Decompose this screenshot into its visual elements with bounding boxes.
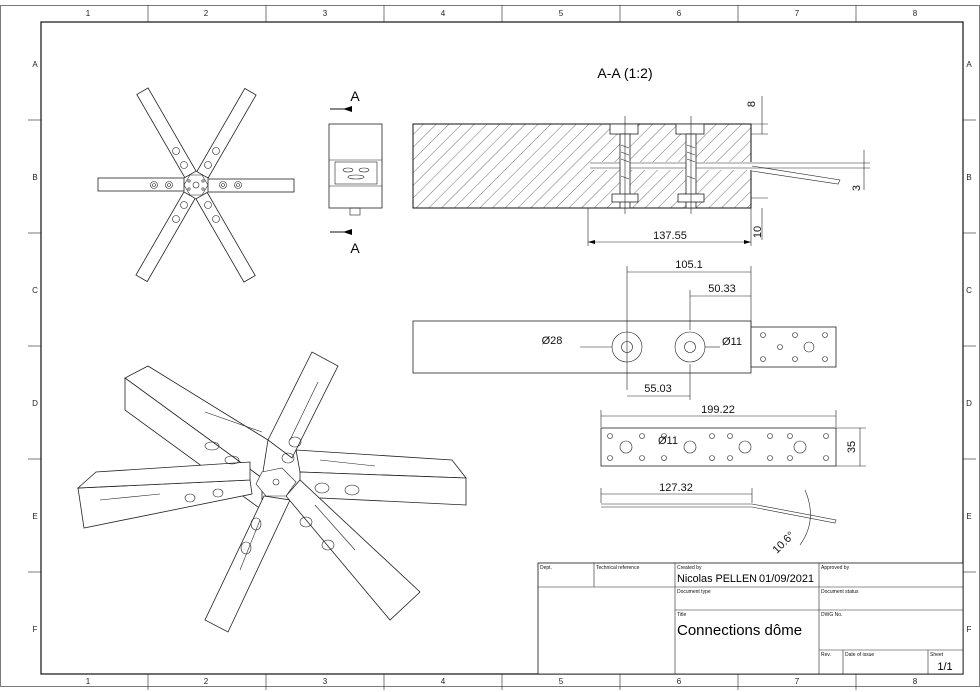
row-label-a-right: A (966, 60, 972, 69)
dim-8: 8 (746, 101, 758, 107)
col-label-6-bottom: 6 (677, 677, 682, 686)
bar-plan-view (412, 266, 837, 400)
tb-docstatus-label: Document status (821, 589, 859, 595)
dim-105: 105.1 (675, 259, 703, 271)
section-view (412, 96, 870, 246)
section-title: A-A (1:2) (597, 65, 652, 81)
dim-dia-11-plate: Ø11 (658, 435, 678, 447)
col-label-5-bottom: 5 (559, 677, 564, 686)
row-label-b-right: B (966, 173, 971, 182)
tb-rev-label: Rev. (821, 652, 831, 658)
col-label-1: 1 (86, 9, 91, 18)
col-label-4: 4 (441, 9, 446, 18)
zone-labels: 1 2 3 4 5 6 7 8 1 2 3 4 5 6 7 8 A B C D … (32, 9, 972, 686)
tb-dept-label: Dept. (540, 565, 552, 571)
tb-sheet-value: 1/1 (937, 661, 952, 673)
dim-dia-11-bar: Ø11 (722, 336, 742, 348)
tb-dwg-label: DWG No. (821, 612, 842, 618)
section-marker-top: A (350, 88, 360, 104)
row-label-f-right: F (967, 625, 972, 634)
tb-created-date: 01/09/2021 (759, 573, 814, 585)
col-label-7-bottom: 7 (795, 677, 800, 686)
connector-plate-view (600, 410, 866, 467)
col-label-3-bottom: 3 (323, 677, 328, 686)
tb-sheet-label: Sheet (930, 652, 944, 658)
row-label-e-right: E (966, 512, 971, 521)
row-label-c: C (32, 286, 38, 295)
section-marker-bottom: A (350, 240, 360, 256)
col-label-1-bottom: 1 (86, 677, 91, 686)
row-label-c-right: C (966, 286, 972, 295)
tb-techref-label: Technical reference (596, 565, 640, 571)
row-label-d: D (32, 399, 38, 408)
dim-10: 10 (752, 226, 764, 238)
tb-approved-label: Approved by (821, 565, 850, 571)
row-label-e: E (32, 512, 37, 521)
col-label-8-bottom: 8 (913, 677, 918, 686)
row-label-a: A (32, 60, 38, 69)
dim-127: 127.32 (659, 482, 693, 494)
col-label-5: 5 (559, 9, 564, 18)
col-label-3: 3 (323, 9, 328, 18)
tb-title-label: Title (677, 612, 686, 618)
tb-created-name: Nicolas PELLEN (677, 573, 757, 585)
dim-199: 199.22 (701, 404, 735, 416)
dim-dia-28: Ø28 (542, 335, 563, 347)
side-view (328, 106, 383, 235)
row-label-b: B (32, 173, 37, 182)
col-label-2-bottom: 2 (204, 677, 209, 686)
star-top-view (97, 87, 295, 283)
row-label-d-right: D (966, 399, 972, 408)
tb-title-value: Connections dôme (677, 622, 802, 639)
col-label-2: 2 (204, 9, 209, 18)
tb-created-label: Created by (677, 565, 702, 571)
dim-50: 50.33 (708, 283, 736, 295)
dim-angle: 10.6° (771, 530, 798, 557)
col-label-4-bottom: 4 (441, 677, 446, 686)
title-block (537, 562, 964, 675)
bent-plate-view (600, 488, 837, 546)
dim-35: 35 (846, 441, 858, 453)
dim-55: 55.03 (644, 383, 672, 395)
star-isometric-view (76, 351, 467, 633)
col-label-8: 8 (913, 9, 918, 18)
row-label-f: F (33, 625, 38, 634)
tb-issue-label: Date of issue (845, 652, 874, 658)
col-label-6: 6 (677, 9, 682, 18)
col-label-7: 7 (795, 9, 800, 18)
tb-doctype-label: Document type (677, 589, 711, 595)
dim-3: 3 (851, 185, 863, 191)
dim-137: 137.55 (653, 230, 687, 242)
